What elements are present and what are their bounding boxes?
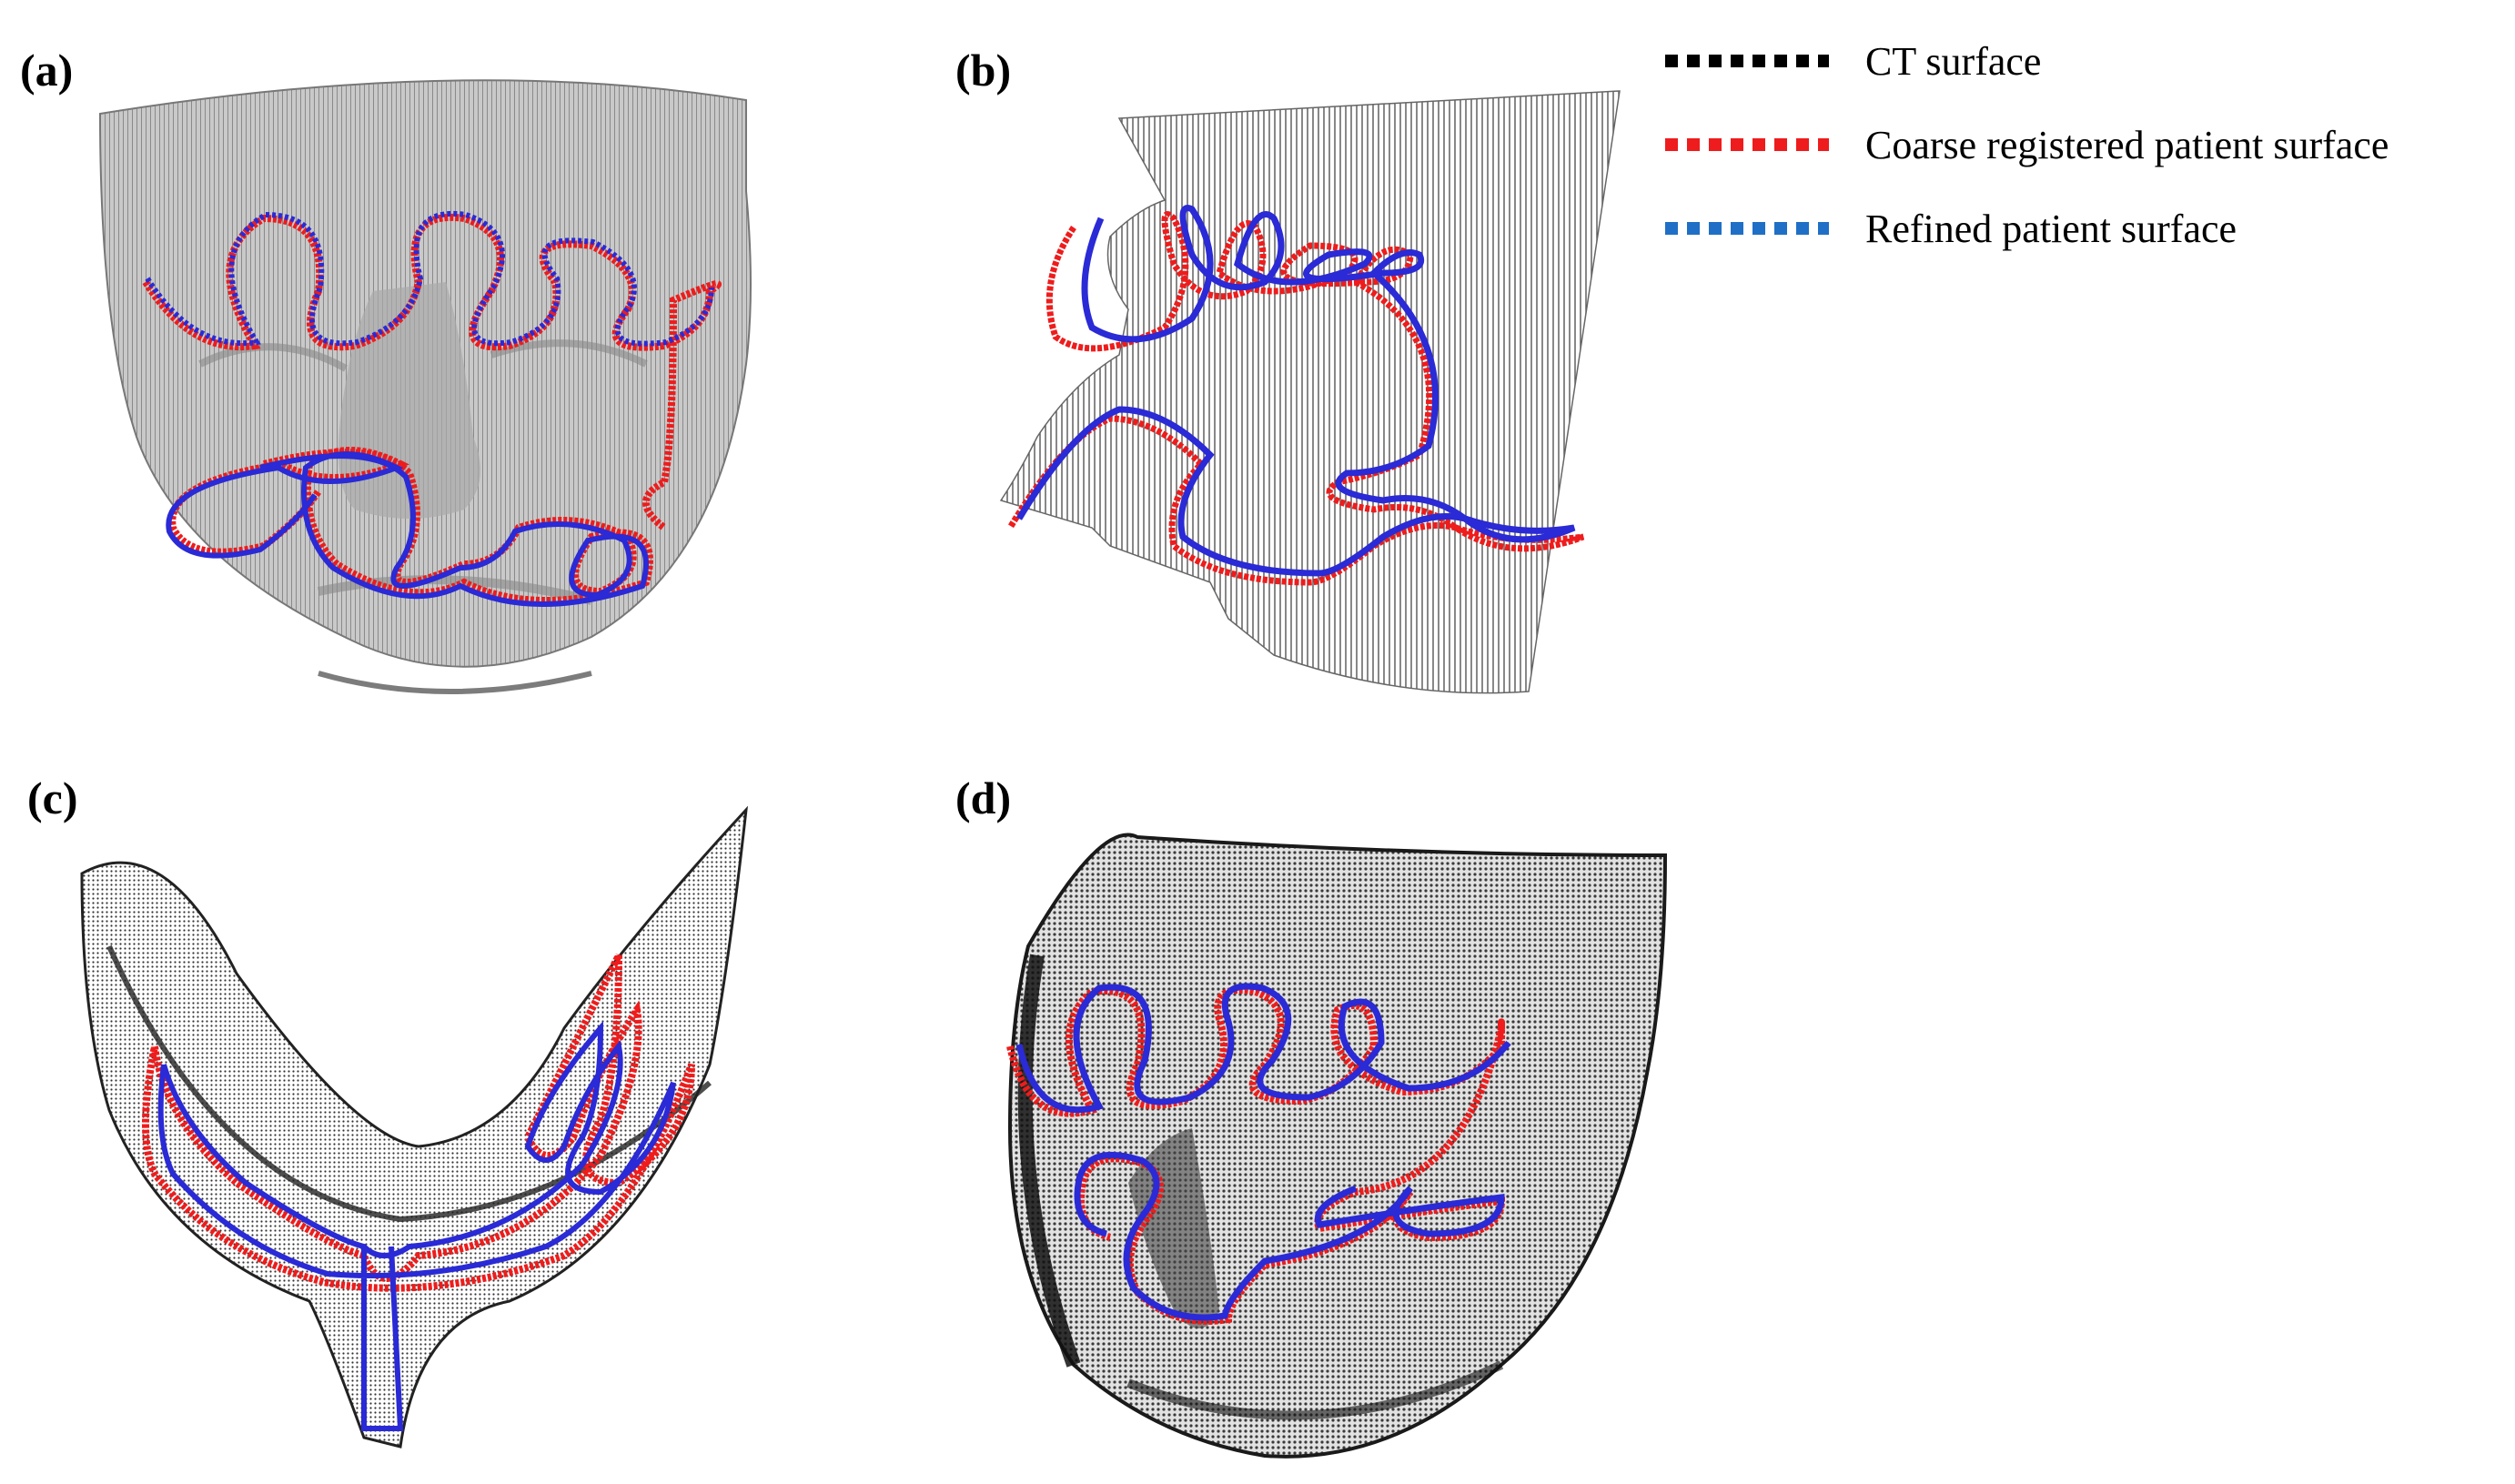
panel-label-a: (a) <box>20 45 74 96</box>
legend-item-refined: Refined patient surface <box>1665 197 2237 260</box>
refined-path-inferior <box>157 1020 676 1431</box>
legend-label-ct: CT surface <box>1865 38 2042 84</box>
coarse-path-profile <box>1006 211 1585 586</box>
legend-label-refined: Refined patient surface <box>1865 206 2237 251</box>
panel-label-c: (c) <box>27 772 78 823</box>
profile-surface <box>999 90 1621 694</box>
eye-shadow-right <box>490 339 648 368</box>
mouth-shadow <box>317 575 593 605</box>
legend-label-coarse: Coarse registered patient surface <box>1865 122 2389 167</box>
refined-path-forehead <box>145 210 714 347</box>
legend-swatch-ct <box>1665 55 1829 67</box>
legend-item-ct: CT surface <box>1665 29 2041 93</box>
panel-label-d: (d) <box>955 772 1012 823</box>
oblique-left-edge <box>1017 954 1081 1368</box>
legend: CT surface Coarse registered patient sur… <box>1665 16 2502 251</box>
refined-path-oblique <box>1015 983 1511 1321</box>
panel-label-b: (b) <box>955 45 1012 96</box>
oblique-chin-shade <box>1126 1360 1504 1420</box>
panel-c-inferior-view <box>80 805 748 1449</box>
refined-path-profile <box>1015 205 1576 577</box>
inferior-surface <box>80 805 748 1449</box>
panel-b-lateral-view <box>999 90 1621 694</box>
refined-path-lower <box>166 451 649 607</box>
legend-swatch-refined <box>1665 222 1829 235</box>
chin-edge <box>318 671 592 694</box>
oblique-surface <box>1007 833 1668 1459</box>
inferior-inner-edge <box>106 944 712 1223</box>
panel-d-oblique-view <box>1006 833 1668 1459</box>
panel-a-frontal-view <box>98 79 752 694</box>
oblique-nose-shade <box>1128 1128 1219 1328</box>
legend-swatch-coarse <box>1665 138 1829 151</box>
legend-item-coarse: Coarse registered patient surface <box>1665 113 2389 177</box>
eye-shadow-left <box>198 343 348 372</box>
coarse-path-forehead <box>142 213 722 531</box>
